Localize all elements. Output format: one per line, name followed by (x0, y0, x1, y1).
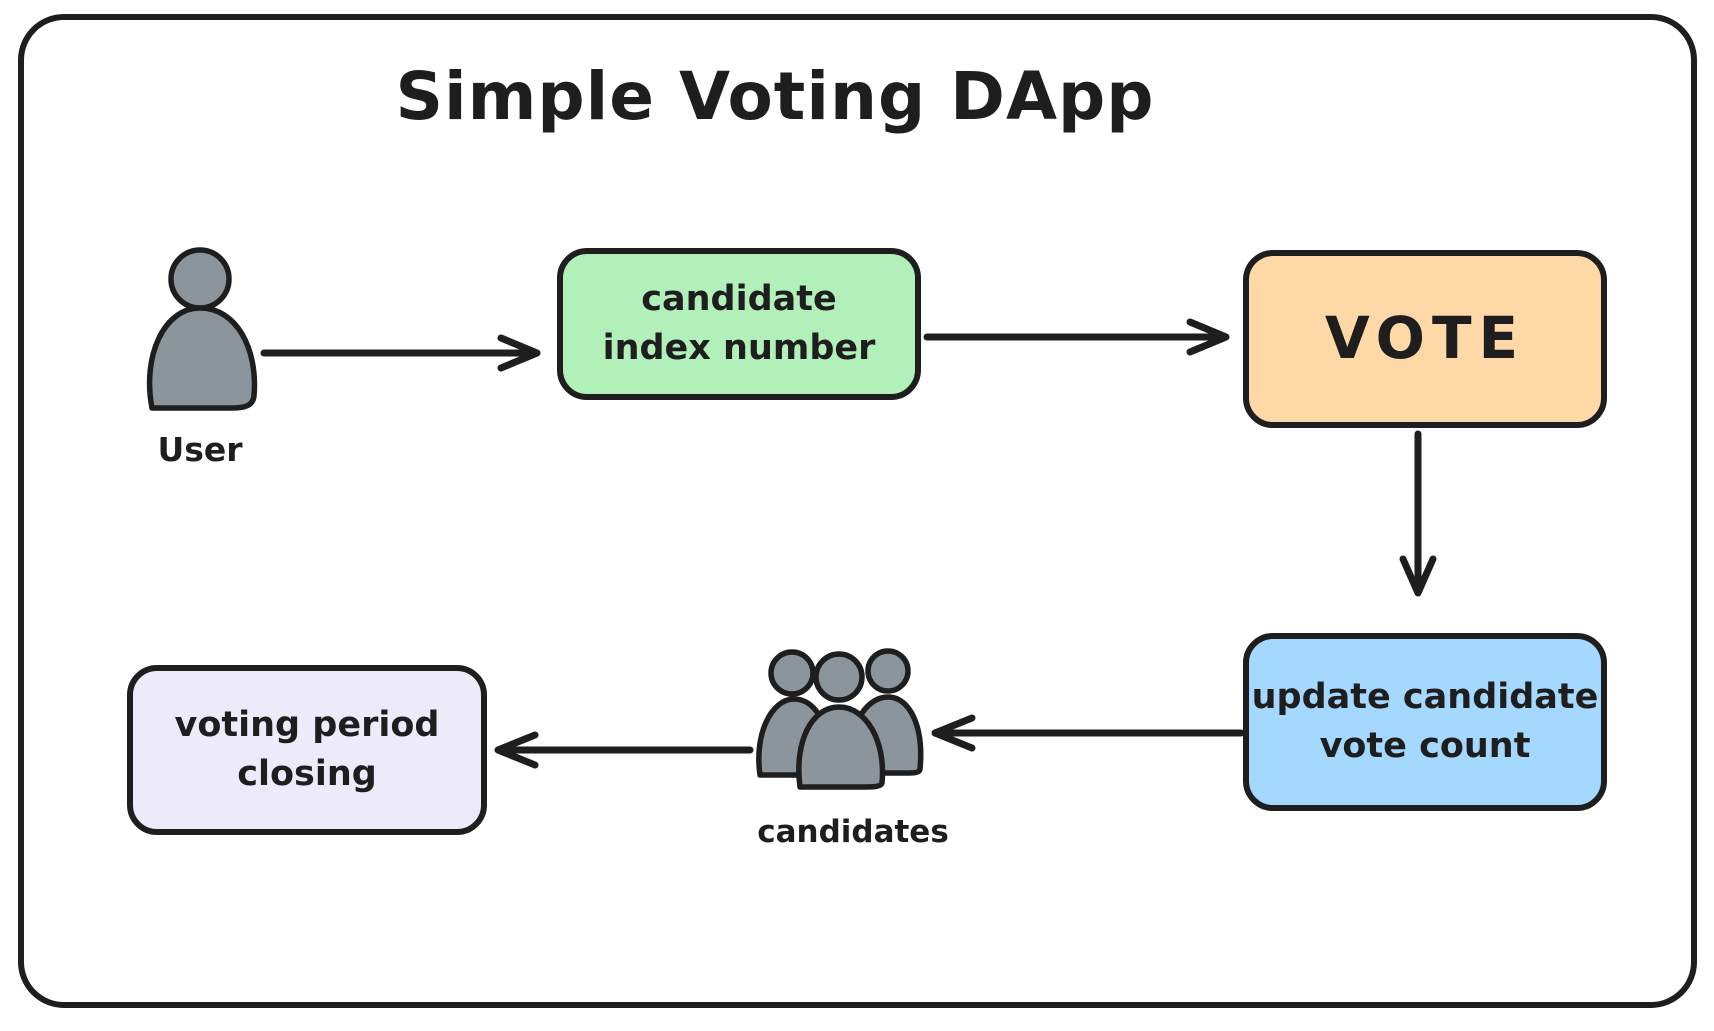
node-voting-period-closing: voting period closing (127, 665, 487, 835)
diagram-title: Simple Voting DApp (395, 58, 1155, 135)
candidate-right-head (865, 648, 911, 694)
candidates-label: candidates (757, 814, 949, 850)
candidate-center-body (796, 704, 886, 790)
arrow-vote-to-update-count (1399, 430, 1437, 597)
diagram-frame (18, 14, 1697, 1008)
user-label: User (157, 430, 243, 469)
arrow-candidate-index-to-vote (923, 318, 1230, 356)
candidates-icon (756, 648, 924, 790)
arrow-user-to-candidate-index (260, 334, 541, 372)
arrow-update-count-to-candidates (931, 714, 1245, 752)
arrow-candidates-to-voting-period (494, 731, 754, 769)
user-head (168, 247, 232, 311)
user-body (146, 305, 258, 411)
user-icon (146, 247, 258, 411)
node-candidate-index-number: candidate index number (557, 248, 921, 400)
candidate-left-head (768, 649, 816, 697)
node-update-candidate-vote-count: update candidate vote count (1243, 633, 1607, 811)
node-vote: VOTE (1243, 250, 1607, 428)
candidate-center-head (813, 651, 865, 703)
